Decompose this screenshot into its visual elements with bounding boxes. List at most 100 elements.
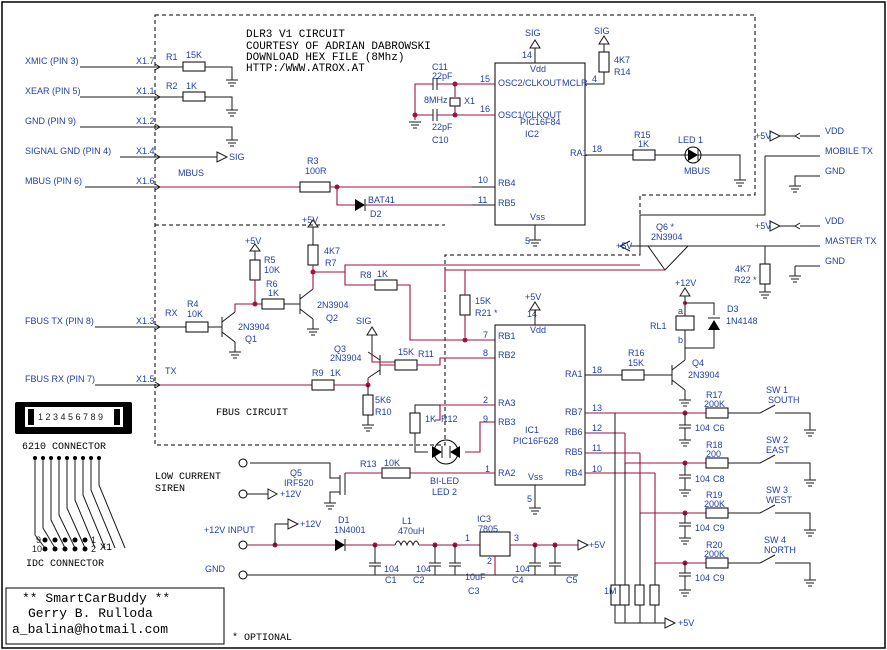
svg-text:C11: C11 (432, 62, 448, 72)
svg-text:C6: C6 (713, 423, 725, 433)
svg-text:1K: 1K (377, 269, 388, 279)
capacitor-c2: 104 C2 (413, 542, 441, 585)
svg-text:Q6 *: Q6 * (656, 222, 675, 232)
resistor-r21: 15K R21 * (459, 270, 498, 337)
svg-text:2: 2 (91, 544, 96, 554)
svg-text:2N3904: 2N3904 (317, 300, 349, 310)
svg-text:Q4: Q4 (692, 358, 704, 368)
svg-text:SW 2: SW 2 (766, 435, 788, 445)
terminal (238, 489, 248, 499)
diode-d2: BAT41 D2 (355, 195, 395, 219)
terminal (238, 570, 248, 580)
svg-text:1K: 1K (425, 414, 436, 424)
idc-subtitle: IDC CONNECTOR (26, 559, 104, 570)
svg-text:IC1: IC1 (525, 425, 539, 435)
svg-text:4K7: 4K7 (614, 55, 630, 65)
capacitor-c5: C5 (549, 542, 578, 585)
svg-text:D3: D3 (727, 304, 739, 314)
svg-text:D2: D2 (370, 209, 382, 219)
conn-master-tx: MASTER TX (825, 236, 876, 246)
svg-text:16: 16 (480, 104, 490, 114)
svg-text:15: 15 (480, 74, 490, 84)
resistor-r1: R1 15K (160, 50, 233, 80)
svg-text:R14: R14 (614, 67, 631, 77)
svg-text:15K: 15K (186, 50, 202, 60)
diode-d1: D1 1N4001 (334, 515, 366, 551)
p5v-label: +5V (616, 241, 632, 251)
svg-text:R22 *: R22 * (734, 275, 757, 285)
svg-text:b: b (678, 335, 683, 345)
resistor-r15: R15 1K (632, 130, 656, 161)
svg-text:MBUS: MBUS (684, 166, 710, 176)
connector-6210-graphic: 1 2 3 4 5 6 7 8 9 (15, 402, 132, 434)
svg-text:2N3904: 2N3904 (651, 232, 683, 242)
resistor-r7: 4K7 R7 (307, 227, 340, 289)
svg-text:R8: R8 (360, 270, 372, 280)
transistor-q6: Q6 * 2N3904 (647, 222, 690, 271)
svg-text:11: 11 (478, 195, 487, 205)
capacitor-c10: 22pF C10 (415, 109, 455, 145)
svg-text:D1: D1 (338, 515, 350, 525)
svg-text:SW 3: SW 3 (766, 485, 788, 495)
ic2-pic16f84: PIC16F84 IC2 Vdd 14 OSC2/CLKOUT 15 OSC1/… (478, 50, 602, 246)
svg-text:IC3: IC3 (477, 514, 491, 524)
header-line-4: HTTP:/WWW.ATROX.AT (246, 63, 365, 75)
svg-text:5K6: 5K6 (375, 395, 391, 405)
svg-text:104: 104 (515, 564, 530, 574)
svg-text:104: 104 (695, 423, 710, 433)
svg-text:4K7: 4K7 (324, 246, 340, 256)
svg-text:X1: X1 (464, 96, 475, 106)
svg-text:RA1: RA1 (570, 148, 588, 158)
capacitor-c11: C11 22pF (414, 62, 455, 120)
svg-text:RL1: RL1 (650, 321, 667, 331)
svg-text:RB7: RB7 (565, 407, 583, 417)
resistor-r22: 4K7 R22 * (734, 246, 771, 299)
svg-text:470uH: 470uH (398, 526, 425, 536)
conn-fbusrx-label: FBUS RX (PIN 7) (25, 374, 95, 384)
svg-text:R11: R11 (418, 349, 434, 359)
svg-text:R13: R13 (360, 459, 377, 469)
svg-text:104: 104 (695, 523, 710, 533)
conn-xmic-pin: X1.7 (136, 56, 155, 66)
svg-text:Vss: Vss (528, 472, 544, 482)
conn-xear-pin: X1.1 (136, 86, 155, 96)
svg-text:R12: R12 (441, 414, 458, 424)
header-line-2: COURTESY OF ADRIAN DABROWSKI (246, 41, 431, 53)
svg-text:2: 2 (487, 556, 492, 566)
svg-text:9: 9 (483, 414, 488, 424)
svg-text:RB2: RB2 (498, 350, 516, 360)
svg-text:RB6: RB6 (565, 427, 583, 437)
svg-text:R10: R10 (375, 407, 392, 417)
conn-vdd-1: VDD (825, 126, 845, 136)
svg-text:3: 3 (514, 533, 519, 543)
conn-mbus-pin: X1.6 (136, 176, 155, 186)
sig-label: SIG (525, 28, 541, 38)
right-connectors: VDD MOBILE TX GND VDD MASTER TX GND (639, 126, 876, 283)
svg-text:10: 10 (592, 464, 602, 474)
svg-text:OSC1/CLKOUT: OSC1/CLKOUT (498, 110, 562, 120)
svg-text:200: 200 (706, 449, 721, 459)
svg-text:15K: 15K (628, 358, 644, 368)
ground-symbol (226, 139, 238, 147)
svg-text:RB3: RB3 (498, 417, 516, 427)
conn-vdd-2: VDD (825, 216, 845, 226)
svg-text:R17: R17 (706, 390, 723, 400)
svg-text:8: 8 (483, 348, 488, 358)
resistor-r2: R2 1K (160, 81, 233, 110)
rnet-1m: 1M (604, 586, 617, 596)
terminal (238, 458, 248, 468)
input-12v-label: +12V INPUT (204, 525, 255, 535)
credits-box (5, 587, 225, 645)
svg-text:11: 11 (592, 443, 601, 453)
svg-text:WEST: WEST (766, 495, 793, 505)
svg-text:14: 14 (527, 309, 537, 319)
conn-gnd-pin: X1.2 (136, 116, 155, 126)
p12v-label: +12V (300, 519, 321, 529)
svg-text:RB1: RB1 (498, 331, 516, 341)
ic1-pic16f628: PIC16F628 IC1 Vdd 14 RB1 7 RB2 8 RA3 2 R… (483, 309, 602, 504)
svg-text:Vdd: Vdd (530, 64, 546, 74)
led-2-bi-led: BI-LED LED 2 (430, 439, 460, 497)
svg-text:LED 2: LED 2 (432, 487, 457, 497)
svg-text:R7: R7 (325, 258, 337, 268)
